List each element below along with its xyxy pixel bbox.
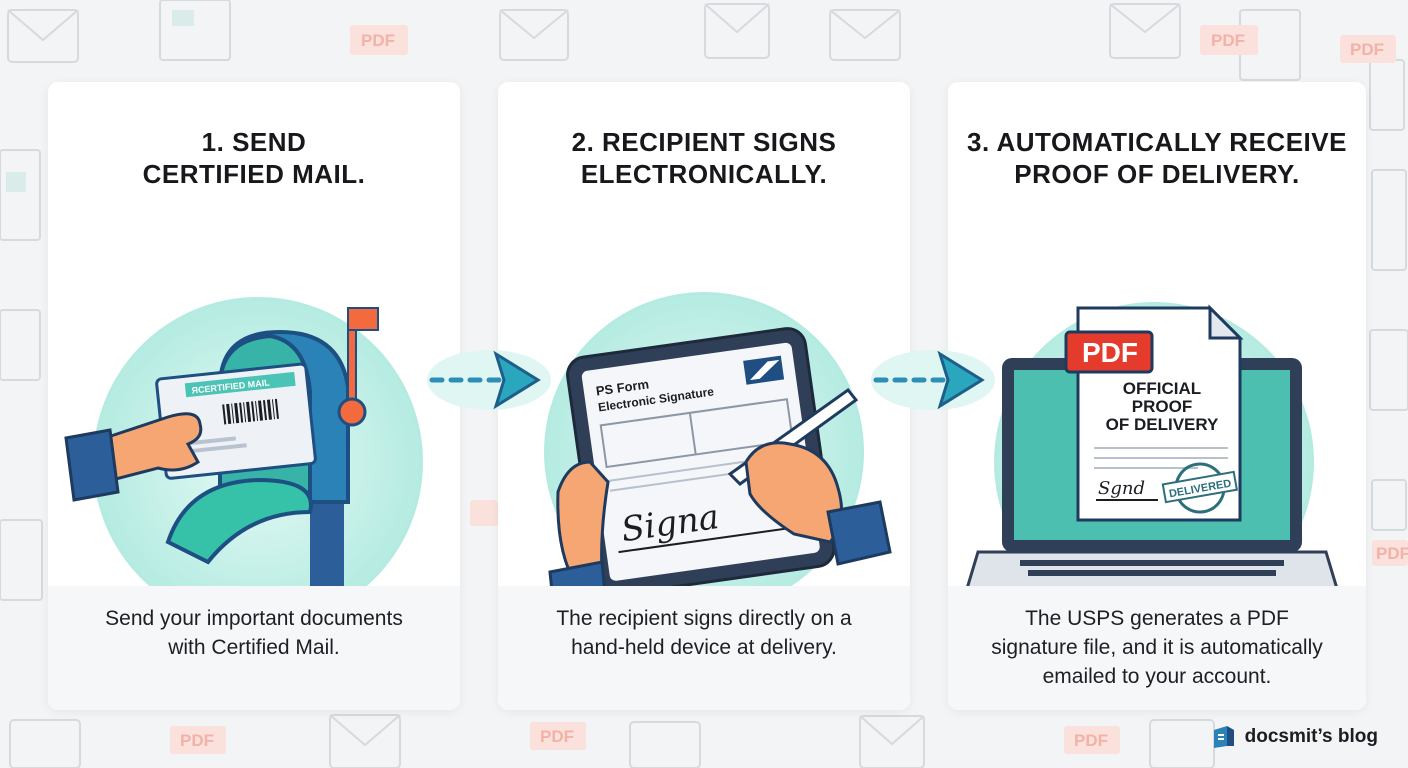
step-title-line: 2. RECIPIENT SIGNS <box>571 127 837 157</box>
step-footer <box>948 586 1366 710</box>
desc-line: The USPS generates a PDF <box>1025 607 1289 630</box>
bg-pdf-label: PDF <box>1074 731 1108 750</box>
step-card-receive: 3. AUTOMATICALLY RECEIVE PROOF OF DELIVE… <box>948 82 1366 710</box>
doc-signature: Sgnd <box>1098 478 1145 499</box>
tablet-illustration: PS Form Electronic Signature Signa <box>544 292 892 592</box>
bg-pdf-label: PDF <box>540 727 574 746</box>
desc-line: emailed to your account. <box>1042 665 1272 688</box>
left-hand <box>556 460 610 586</box>
arrow-right-icon <box>871 350 995 410</box>
mailbox-door <box>165 477 313 565</box>
docsmit-logo-icon <box>1213 726 1234 748</box>
desc-line: Send your important documents <box>105 607 403 630</box>
step-title: 1. SEND CERTIFIED MAIL. <box>48 126 460 190</box>
step-card-send: 1. SEND CERTIFIED MAIL. ЯCERTIFIED MAIL <box>48 82 460 710</box>
brand-name: docsmit’s blog <box>1244 726 1378 747</box>
hand <box>106 412 203 482</box>
usps-eagle-icon <box>743 355 785 385</box>
pdf-badge <box>1064 330 1154 374</box>
right-sleeve <box>826 500 892 566</box>
desc-line: hand-held device at delivery. <box>571 636 837 659</box>
flag <box>347 307 379 331</box>
mailbox-post <box>310 502 344 592</box>
mailbox-illustration: ЯCERTIFIED MAIL <box>64 297 423 592</box>
bg-pdf-label: PDF <box>180 731 214 750</box>
step-title: 3. AUTOMATICALLY RECEIVE PROOF OF DELIVE… <box>948 126 1366 190</box>
step-description: The recipient signs directly on a hand-h… <box>516 604 892 662</box>
bg-pdf-label: PDF <box>1211 31 1245 50</box>
brand-logo[interactable]: docsmit’s blog <box>1211 724 1378 750</box>
step-title-line: 1. SEND <box>201 127 307 157</box>
step-title-line: CERTIFIED MAIL. <box>142 159 366 189</box>
step-title-line: PROOF OF DELIVERY. <box>1014 159 1300 189</box>
right-hand <box>744 441 844 544</box>
bg-pdf-label: PDF <box>1376 544 1408 563</box>
pdf-badge-label: PDF <box>1082 337 1138 368</box>
certified-envelope: ЯCERTIFIED MAIL <box>155 362 317 480</box>
step-title-line: 3. AUTOMATICALLY RECEIVE <box>967 127 1347 157</box>
step-description: Send your important documents with Certi… <box>66 604 442 662</box>
step-footer <box>498 586 910 710</box>
desc-line: signature file, and it is automatically <box>991 636 1323 659</box>
doc-title-line: PROOF <box>1132 397 1192 416</box>
arrow-right-icon <box>427 350 551 410</box>
sleeve <box>64 428 120 502</box>
left-sleeve <box>548 560 607 592</box>
doc-title-line: OF DELIVERY <box>1106 415 1219 434</box>
bg-pdf-label: PDF <box>361 31 395 50</box>
bg-pdf-label: PDF <box>1350 40 1384 59</box>
form-title: PS Form <box>595 376 650 398</box>
step-description: The USPS generates a PDF signature file,… <box>966 604 1348 691</box>
step-title: 2. RECIPIENT SIGNS ELECTRONICALLY. <box>498 126 910 190</box>
step-footer <box>48 586 460 710</box>
desc-line: The recipient signs directly on a <box>556 607 852 630</box>
step-card-sign: 2. RECIPIENT SIGNS ELECTRONICALLY. PS Fo… <box>498 82 910 710</box>
doc-title-line: OFFICIAL <box>1123 379 1201 398</box>
step-title-line: ELECTRONICALLY. <box>580 159 828 189</box>
laptop-illustration: PDF OFFICIAL PROOF OF DELIVERY Sgnd DELI… <box>964 302 1340 592</box>
desc-line: with Certified Mail. <box>168 636 340 659</box>
